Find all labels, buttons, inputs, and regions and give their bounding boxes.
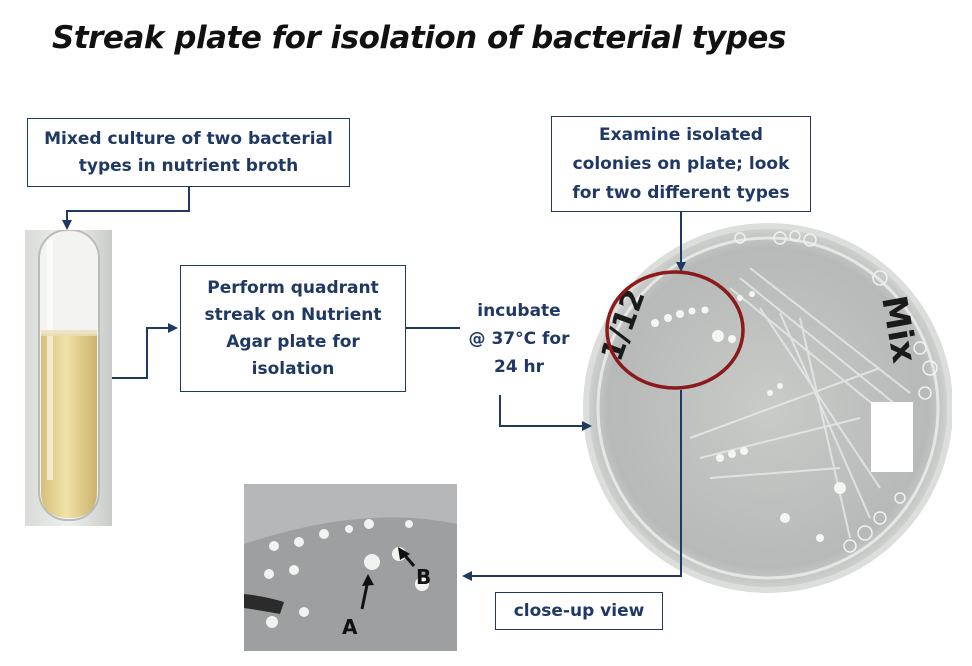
incubate-label: incubate @ 37°C for 24 hr xyxy=(456,297,582,381)
agar-plate-image: 1/12 Mix xyxy=(583,223,952,593)
highlight-circle xyxy=(605,270,745,390)
examine-line-3: for two different types xyxy=(572,182,790,203)
examine-line-1: Examine isolated xyxy=(599,124,763,145)
arrow-mixed-to-tube xyxy=(62,187,190,230)
mixed-line-2: types in nutrient broth xyxy=(78,155,299,176)
label-b: B xyxy=(416,565,431,589)
closeup-image: A B xyxy=(244,484,457,651)
streak-line-1: Perform quadrant xyxy=(207,277,379,298)
arrow-tube-to-streak xyxy=(112,323,178,379)
examine-line-2: colonies on plate; look xyxy=(572,153,790,174)
arrow-incubate-to-plate xyxy=(499,395,592,431)
incubate-line-2: @ 37°C for xyxy=(468,329,570,349)
arrow-plate-to-closeup xyxy=(462,390,682,581)
streak-line-3: Agar plate for xyxy=(226,331,360,352)
examine-box: Examine isolated colonies on plate; look f… xyxy=(551,116,811,212)
streak-line-4: isolation xyxy=(251,358,335,379)
incubate-line-1: incubate xyxy=(477,301,561,321)
closeup-label: close-up view xyxy=(513,600,645,621)
test-tube-image xyxy=(25,230,112,526)
streak-line-2: streak on Nutrient xyxy=(204,304,382,325)
closeup-box: close-up view xyxy=(495,592,663,630)
mixed-culture-box: Mixed culture of two bacterial types in n… xyxy=(27,118,350,187)
mixed-line-1: Mixed culture of two bacterial xyxy=(44,128,333,149)
incubate-line-3: 24 hr xyxy=(493,357,545,377)
label-a: A xyxy=(342,615,358,639)
white-patch xyxy=(871,402,913,472)
page-title: Streak plate for isolation of bacterial … xyxy=(52,20,786,56)
